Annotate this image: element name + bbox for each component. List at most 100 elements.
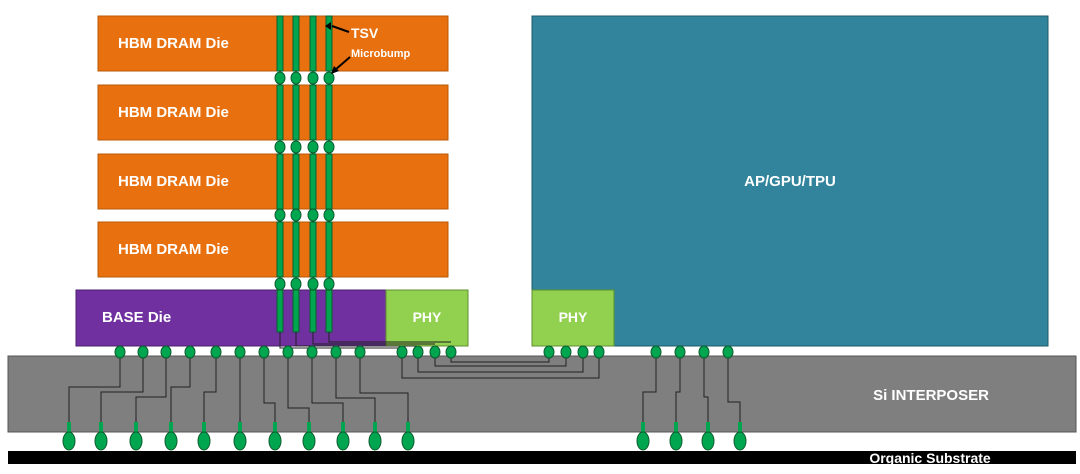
ball-stem: [67, 422, 71, 432]
microbump: [274, 140, 286, 154]
interposer-trace: [100, 358, 144, 422]
interposer-trace: [203, 358, 217, 422]
tsv: [309, 221, 317, 278]
solder-ball: [401, 431, 415, 451]
tsv: [292, 289, 300, 333]
solder-ball: [164, 431, 178, 451]
c4-bump: [234, 345, 246, 359]
dram-die-4-label: HBM DRAM Die: [118, 35, 229, 52]
microbump-label: Microbump: [351, 48, 411, 60]
dram-die-3-label: HBM DRAM Die: [118, 104, 229, 121]
tsv: [276, 84, 284, 141]
phy-link-trace: [450, 358, 550, 363]
microbump: [290, 277, 302, 291]
tsv-label: TSV: [351, 25, 379, 41]
processor-phy: [531, 289, 615, 347]
solder-ball: [129, 431, 143, 451]
tsv: [276, 15, 284, 72]
base-die-label: BASE Die: [102, 309, 171, 326]
tsv: [292, 15, 300, 72]
tsv: [325, 15, 333, 72]
tsv: [325, 221, 333, 278]
c4-bump: [396, 345, 408, 359]
microbump: [274, 71, 286, 85]
ball-stem: [202, 422, 206, 432]
ball-stem: [738, 422, 742, 432]
tsv: [276, 153, 284, 210]
interposer-trace: [263, 358, 276, 422]
ball-stem: [238, 422, 242, 432]
microbump: [307, 208, 319, 222]
dram-die-1-label: HBM DRAM Die: [118, 241, 229, 258]
interposer-trace: [335, 358, 376, 422]
dram-die-1: [97, 221, 449, 278]
c4-bump: [114, 345, 126, 359]
solder-ball: [233, 431, 247, 451]
microbump-arrow-head: [331, 66, 339, 74]
microbump: [290, 140, 302, 154]
solder-ball: [62, 431, 76, 451]
ball-stem: [341, 422, 345, 432]
c4-bump: [258, 345, 270, 359]
c4-bump: [698, 345, 710, 359]
tsv: [309, 15, 317, 72]
interposer-trace: [642, 358, 657, 422]
base-die-route: [295, 332, 418, 347]
microbump: [290, 71, 302, 85]
ball-stem: [373, 422, 377, 432]
ball-stem: [273, 422, 277, 432]
interposer-trace: [135, 358, 167, 422]
dram-die-4: [97, 15, 449, 72]
phy-link-trace: [434, 358, 567, 367]
microbump: [274, 277, 286, 291]
tsv: [325, 84, 333, 141]
organic-substrate: [8, 451, 1076, 464]
tsv: [292, 153, 300, 210]
microbump: [323, 140, 335, 154]
ball-stem: [641, 422, 645, 432]
c4-bump: [330, 345, 342, 359]
microbump: [307, 277, 319, 291]
tsv: [276, 221, 284, 278]
c4-bump: [210, 345, 222, 359]
interposer-trace: [727, 358, 741, 422]
tsv: [292, 84, 300, 141]
solder-ball: [94, 431, 108, 451]
c4-bump: [445, 345, 457, 359]
c4-bump: [593, 345, 605, 359]
dram-die-2: [97, 153, 449, 210]
interposer-trace: [675, 358, 681, 422]
ball-stem: [307, 422, 311, 432]
solder-ball: [733, 431, 747, 451]
c4-bump: [412, 345, 424, 359]
solder-ball: [636, 431, 650, 451]
tsv: [325, 289, 333, 333]
phy-link-trace: [401, 358, 600, 379]
solder-ball: [701, 431, 715, 451]
interposer-trace: [703, 358, 709, 422]
interposer-trace: [359, 358, 409, 422]
base-die-route: [328, 332, 451, 343]
microbump-arrow: [334, 56, 351, 71]
interposer-trace: [68, 358, 121, 422]
tsv-arrow-head: [325, 22, 331, 30]
solder-ball: [268, 431, 282, 451]
solder-ball: [302, 431, 316, 451]
microbump: [323, 208, 335, 222]
c4-bump: [184, 345, 196, 359]
processor-label: AP/GPU/TPU: [744, 173, 836, 190]
interposer-wiring: [68, 332, 741, 422]
si-interposer: [7, 355, 1077, 433]
c4-bump: [543, 345, 555, 359]
c4-bump: [674, 345, 686, 359]
si-interposer-label: Si INTERPOSER: [873, 387, 989, 404]
c4-bump: [650, 345, 662, 359]
ball-stem: [99, 422, 103, 432]
interposer-trace: [287, 358, 310, 422]
interposer-trace: [170, 358, 191, 422]
ball-stem: [674, 422, 678, 432]
ball-stem: [706, 422, 710, 432]
microbump: [323, 71, 335, 85]
processor-phy-label: PHY: [559, 309, 588, 325]
